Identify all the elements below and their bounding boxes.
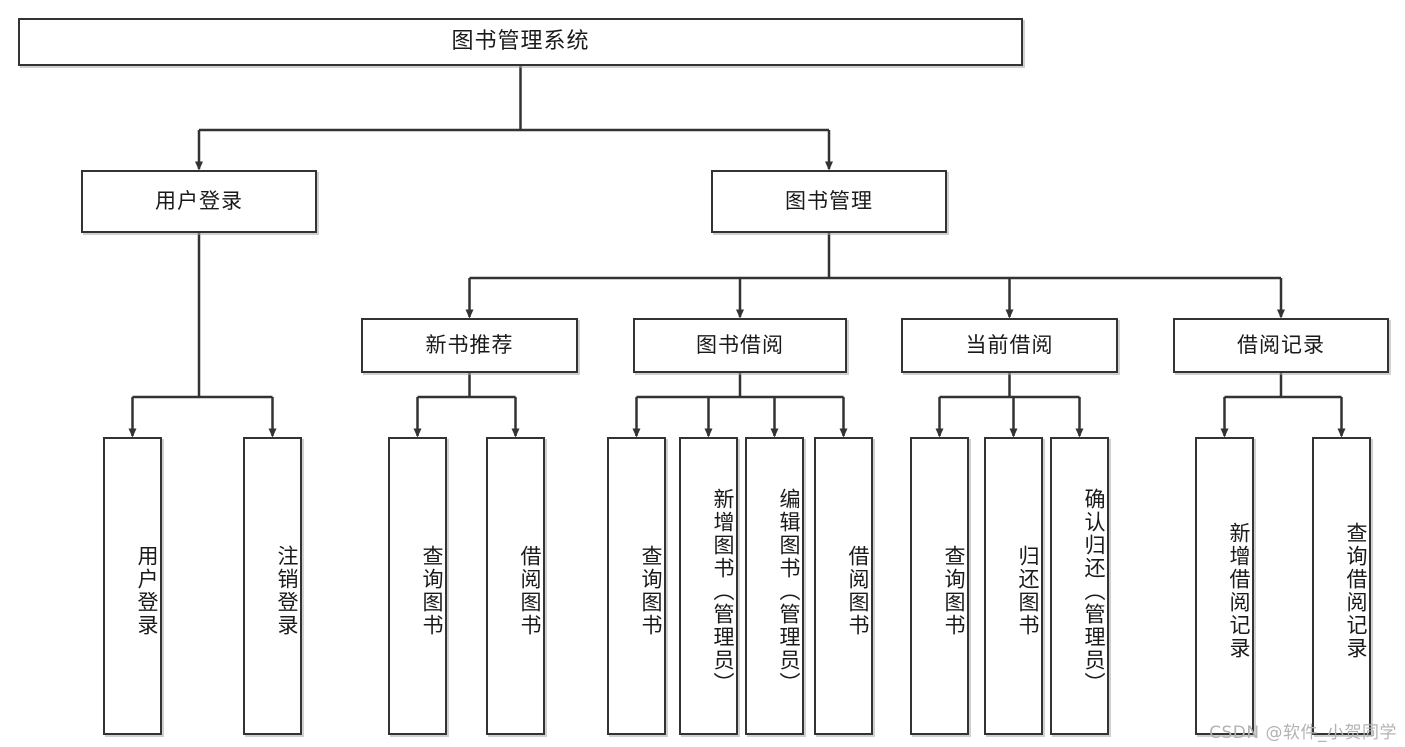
node-leaf-logout[interactable]: 注销登录: [243, 437, 302, 735]
node-label: 编辑图书（管理员）: [777, 487, 801, 695]
node-label: 用户登录: [135, 545, 159, 637]
tree-edges: [128, 66, 1346, 438]
node-label: 新书推荐: [425, 332, 514, 357]
node-label: 归还图书: [1016, 545, 1040, 637]
node-label: 查询借阅记录: [1344, 522, 1368, 660]
node-label: 新增图书（管理员）: [711, 487, 735, 695]
node-label: 图书管理系统: [451, 28, 590, 54]
node-leaf-cu-q[interactable]: 查询图书: [910, 437, 969, 735]
node-current[interactable]: 当前借阅: [901, 318, 1118, 373]
node-leaf-bk-e[interactable]: 编辑图书（管理员）: [745, 437, 804, 735]
node-label: 借阅记录: [1237, 332, 1325, 357]
node-label: 查询图书: [639, 545, 663, 637]
node-label: 确认归还（管理员）: [1082, 487, 1106, 695]
node-leaf-rc-q[interactable]: 查询借阅记录: [1312, 437, 1371, 735]
csdn-watermark: CSDN @软件_小贺同学: [1209, 723, 1397, 743]
node-label: 注销登录: [275, 545, 299, 637]
node-label: 图书借阅: [696, 332, 784, 357]
node-leaf-bk-a[interactable]: 新增图书（管理员）: [679, 437, 738, 735]
node-login[interactable]: 用户登录: [81, 170, 317, 233]
node-label: 图书管理: [785, 188, 873, 213]
node-label: 借阅图书: [518, 545, 542, 637]
node-label: 查询图书: [942, 545, 966, 637]
node-leaf-nb-q[interactable]: 查询图书: [388, 437, 447, 735]
node-leaf-login[interactable]: 用户登录: [103, 437, 162, 735]
node-newbook[interactable]: 新书推荐: [361, 318, 578, 373]
node-bookmgmt[interactable]: 图书管理: [711, 170, 947, 233]
node-label: 用户登录: [155, 188, 243, 213]
node-borrow[interactable]: 图书借阅: [633, 318, 847, 373]
node-label: 借阅图书: [846, 545, 870, 637]
node-records[interactable]: 借阅记录: [1173, 318, 1389, 373]
node-leaf-cu-c[interactable]: 确认归还（管理员）: [1050, 437, 1109, 735]
node-leaf-bk-b[interactable]: 借阅图书: [814, 437, 873, 735]
node-leaf-nb-b[interactable]: 借阅图书: [486, 437, 545, 735]
node-root[interactable]: 图书管理系统: [18, 18, 1023, 66]
node-leaf-cu-r[interactable]: 归还图书: [984, 437, 1043, 735]
node-leaf-rc-a[interactable]: 新增借阅记录: [1195, 437, 1254, 735]
node-label: 新增借阅记录: [1227, 522, 1251, 660]
node-leaf-bk-q[interactable]: 查询图书: [607, 437, 666, 735]
node-label: 查询图书: [420, 545, 444, 637]
node-label: 当前借阅: [965, 332, 1054, 357]
